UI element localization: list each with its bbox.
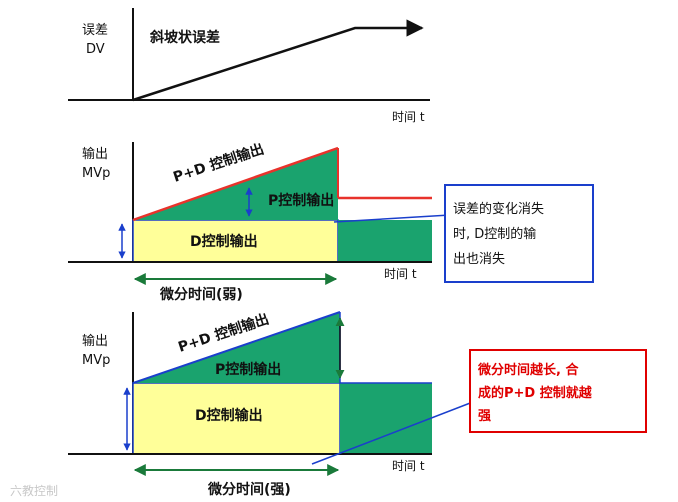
mid-span-label: 微分时间(弱) [159, 286, 243, 303]
mid-y-label-line1: 输出 [82, 146, 108, 162]
bot-y-label-line2: MVp [82, 353, 110, 368]
error-x-label: 时间 t [392, 110, 425, 124]
mid-d-output-area [132, 219, 339, 263]
strong-derivative-panel: 输出 MVp P+D 控制输出 P控制输出 D控制输出 时间 t 微分时间(强)… [68, 310, 647, 498]
error-y-label-line2: DV [86, 42, 105, 57]
bot-d-label: D控制输出 [195, 407, 263, 424]
mid-pd-line [132, 146, 339, 222]
weak-derivative-panel: 输出 MVp P+D 控制输出 P控制输出 D控制输出 时间 t 微分时间(弱)… [68, 140, 594, 303]
mid-y-label-line2: MVp [82, 166, 110, 181]
mid-d-label: D控制输出 [190, 233, 258, 250]
mid-d-tail [338, 220, 432, 262]
ramp-error-label: 斜坡状误差 [149, 29, 220, 46]
bot-note-line1: 微分时间越长, 合 [477, 362, 579, 378]
watermark-text: 六教控制 [10, 483, 58, 498]
bot-pd-line [132, 311, 341, 384]
bot-note-line2: 成的P+D 控制就越 [478, 385, 593, 401]
ramp-error-curve [132, 19, 424, 102]
bot-span-label: 微分时间(强) [207, 481, 291, 498]
error-panel: 误差 DV 斜坡状误差 时间 t [68, 8, 430, 124]
mid-note-line1: 误差的变化消失 [453, 201, 544, 217]
bot-note-line3: 强 [478, 409, 491, 424]
mid-callout-box [444, 184, 594, 283]
mid-x-label: 时间 t [384, 267, 417, 281]
bot-p-label: P控制输出 [215, 361, 281, 378]
mid-p-label: P控制输出 [268, 192, 334, 209]
bot-d-tail [340, 383, 432, 454]
bot-callout-box [469, 349, 647, 433]
bot-y-label-line1: 输出 [82, 333, 108, 349]
bot-x-label: 时间 t [392, 459, 425, 473]
error-y-label-line1: 误差 [82, 23, 108, 38]
mid-note-line2: 时, D控制的输 [453, 226, 536, 242]
mid-note-line3: 出也消失 [453, 252, 505, 267]
mid-callout-pointer [333, 214, 451, 223]
bot-callout-pointer [311, 399, 479, 465]
